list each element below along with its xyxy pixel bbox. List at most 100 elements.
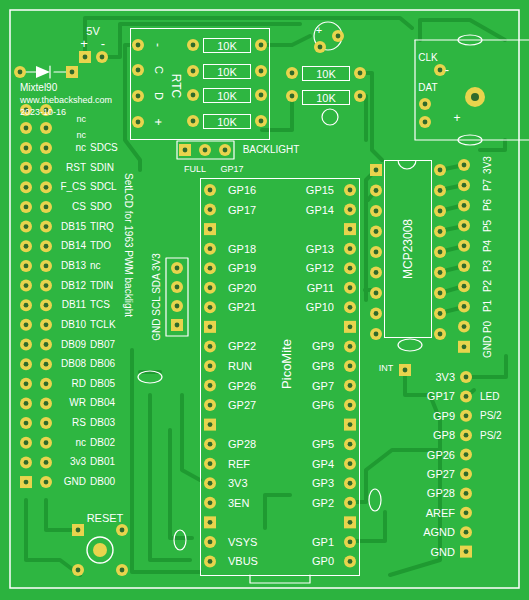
drill-hole xyxy=(24,224,29,229)
round-pad xyxy=(20,260,32,272)
round-pad xyxy=(344,282,356,294)
round-pad xyxy=(458,199,470,211)
silkscreen-label: GP2 xyxy=(312,497,334,508)
round-pad xyxy=(460,507,472,519)
drill-hole xyxy=(374,209,379,214)
drill-hole xyxy=(348,285,353,290)
round-pad xyxy=(40,162,52,174)
round-pad xyxy=(286,67,298,79)
round-pad xyxy=(458,179,470,191)
silkscreen-label: GND xyxy=(483,336,493,358)
square-pad xyxy=(204,223,216,235)
drill-hole xyxy=(464,510,469,515)
round-pad xyxy=(332,30,344,42)
drill-hole xyxy=(208,520,213,525)
silkscreen-label: - xyxy=(445,64,449,76)
drill-hole xyxy=(24,126,29,131)
part-label: 10K xyxy=(316,68,336,79)
drill-hole xyxy=(44,244,49,249)
copper-trace xyxy=(182,395,200,480)
drill-hole xyxy=(374,188,379,193)
copper-trace xyxy=(466,356,506,377)
round-pad xyxy=(204,555,216,567)
silkscreen-label: www.thebackshed.com xyxy=(20,96,112,105)
drill-hole xyxy=(438,188,443,193)
drill-hole xyxy=(464,530,469,535)
drill-hole xyxy=(318,45,323,50)
drill-hole xyxy=(438,209,443,214)
round-pad xyxy=(20,162,32,174)
drill-hole xyxy=(374,270,379,275)
round-pad xyxy=(171,281,183,293)
square-pad xyxy=(344,223,356,235)
round-pad xyxy=(20,358,32,370)
drill-hole xyxy=(208,207,213,212)
round-pad xyxy=(40,437,52,449)
silkscreen-label: - xyxy=(101,37,105,50)
silkscreen-label: GP3 xyxy=(312,478,334,489)
round-pad xyxy=(204,536,216,548)
drill-hole xyxy=(438,250,443,255)
round-pad xyxy=(460,526,472,538)
round-pad xyxy=(460,429,472,441)
drill-hole xyxy=(462,344,467,349)
copper-trace xyxy=(480,140,505,150)
drill-hole xyxy=(348,207,353,212)
silkscreen-label: nc xyxy=(90,261,101,271)
drill-hole xyxy=(44,165,49,170)
round-pad xyxy=(458,300,470,312)
drill-hole xyxy=(462,243,467,248)
round-pad xyxy=(96,51,108,63)
silkscreen-label: nc xyxy=(76,115,86,124)
silkscreen-label: PS/2 xyxy=(480,431,502,441)
round-pad xyxy=(460,371,472,383)
silkscreen-label: TDIN xyxy=(90,281,113,291)
silkscreen-label: DB13 xyxy=(61,261,86,271)
drill-hole xyxy=(348,305,353,310)
silkscreen-label: GP5 xyxy=(312,439,334,450)
drill-hole xyxy=(44,283,49,288)
round-pad xyxy=(434,308,446,320)
drill-hole xyxy=(290,71,295,76)
round-pad xyxy=(434,64,446,76)
round-pad xyxy=(434,226,446,238)
silkscreen-label: GP8 xyxy=(433,430,455,441)
round-pad xyxy=(40,456,52,468)
silkscreen-label: GP9 xyxy=(433,410,455,421)
silkscreen-label: + xyxy=(152,118,164,125)
round-pad xyxy=(344,184,356,196)
silkscreen-label: nc xyxy=(76,131,86,140)
drill-hole xyxy=(208,540,213,545)
drill-hole xyxy=(348,403,353,408)
drill-hole xyxy=(183,148,188,153)
drill-hole xyxy=(24,146,29,151)
round-pad xyxy=(204,340,216,352)
silkscreen-label: VSYS xyxy=(228,536,257,547)
round-pad xyxy=(40,378,52,390)
part-label: 10K xyxy=(217,90,237,101)
round-pad xyxy=(344,555,356,567)
silkscreen-label: DB02 xyxy=(90,438,115,448)
round-pad xyxy=(344,360,356,372)
drill-hole xyxy=(348,364,353,369)
round-pad xyxy=(458,240,470,252)
silkscreen-label: DAT xyxy=(418,83,437,93)
drill-hole xyxy=(83,55,88,60)
silkscreen-label: + xyxy=(453,112,460,124)
part-label: MCP23008 xyxy=(402,219,414,279)
square-pad xyxy=(204,419,216,431)
oval-pad-outline xyxy=(322,109,338,125)
round-pad xyxy=(458,159,470,171)
drill-hole xyxy=(259,43,264,48)
copper-trace xyxy=(350,450,440,502)
drill-hole xyxy=(208,285,213,290)
drill-hole xyxy=(423,120,428,125)
silkscreen-line xyxy=(177,141,234,159)
drill-hole xyxy=(464,433,469,438)
silkscreen-label: GP17 xyxy=(427,391,455,402)
drill-hole xyxy=(462,203,467,208)
round-pad xyxy=(255,39,267,51)
drill-hole xyxy=(24,322,29,327)
drill-hole xyxy=(348,520,353,525)
drill-hole xyxy=(44,264,49,269)
